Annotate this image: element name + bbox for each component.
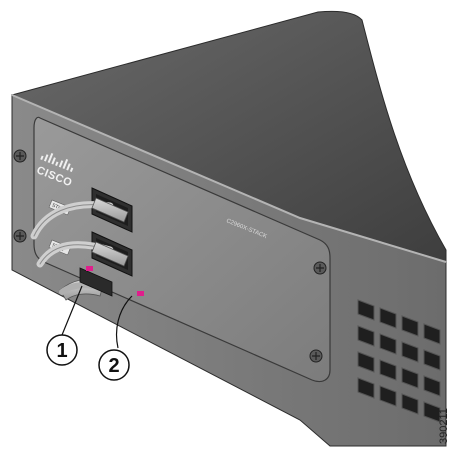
stack-cable-1 bbox=[30, 197, 129, 240]
chassis-top-surface bbox=[11, 10, 447, 263]
module-screw-top-right bbox=[313, 261, 327, 275]
stack-cable-connector bbox=[59, 267, 113, 301]
port-tag-1-label: STK1 bbox=[51, 203, 65, 213]
callout-1-leader bbox=[61, 285, 83, 336]
module-screw-bottom-right bbox=[309, 349, 323, 363]
cisco-logo-bars-icon bbox=[40, 152, 74, 173]
callout-2-leader bbox=[115, 295, 133, 349]
stack-module-plate bbox=[33, 116, 331, 383]
callout-1-number: 1 bbox=[56, 340, 67, 362]
module-screw-bottom-left bbox=[13, 229, 27, 243]
chassis-front-edge bbox=[11, 94, 447, 263]
module-screw-top-left bbox=[13, 149, 27, 163]
fan-vent-grille bbox=[357, 299, 441, 423]
port-led-1 bbox=[86, 266, 93, 271]
callout-2: 2 bbox=[98, 349, 130, 381]
callout-1: 1 bbox=[46, 334, 78, 366]
stack-cable-2 bbox=[36, 241, 129, 268]
port-led-2 bbox=[137, 291, 144, 296]
figure-id: 390211 bbox=[438, 408, 450, 444]
callout-2-number: 2 bbox=[108, 355, 119, 377]
